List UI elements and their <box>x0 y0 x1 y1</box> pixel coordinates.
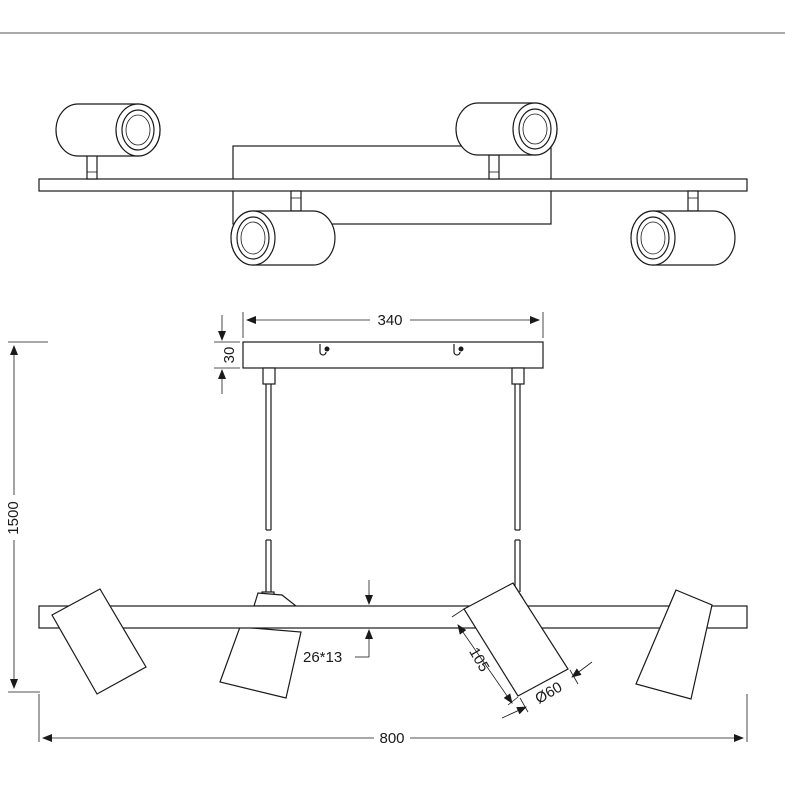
top-view <box>38 102 748 266</box>
front-spot-2 <box>219 591 302 699</box>
dim-canopy-height-text: 30 <box>221 347 238 364</box>
top-spot-4 <box>630 190 736 266</box>
suspension-cable-1 <box>262 367 276 592</box>
top-spot-2 <box>455 102 558 180</box>
top-spot-3 <box>230 190 336 266</box>
dim-drop-height-text: 1500 <box>5 501 22 534</box>
canopy-hook-2 <box>453 344 464 356</box>
front-spot-1 <box>51 588 147 695</box>
canopy-hook-1 <box>319 344 330 356</box>
dim-bar-section: 26*13 <box>303 580 373 666</box>
dim-canopy-width: 340 <box>242 312 544 338</box>
dim-drop-height: 1500 <box>5 341 48 693</box>
front-spot-4 <box>635 589 713 700</box>
dim-bar-length-text: 800 <box>379 730 404 747</box>
front-canopy <box>242 341 544 369</box>
dim-canopy-height: 30 <box>214 315 240 394</box>
suspension-cable-2 <box>511 367 525 592</box>
dim-bar-section-text: 26*13 <box>303 649 342 666</box>
front-view <box>38 341 748 700</box>
top-spot-1 <box>55 103 161 180</box>
top-view-bar <box>38 178 748 192</box>
front-spot-3 <box>463 582 569 697</box>
front-bar <box>38 605 748 629</box>
dim-canopy-width-text: 340 <box>377 312 402 329</box>
dim-bar-length: 800 <box>38 694 748 747</box>
